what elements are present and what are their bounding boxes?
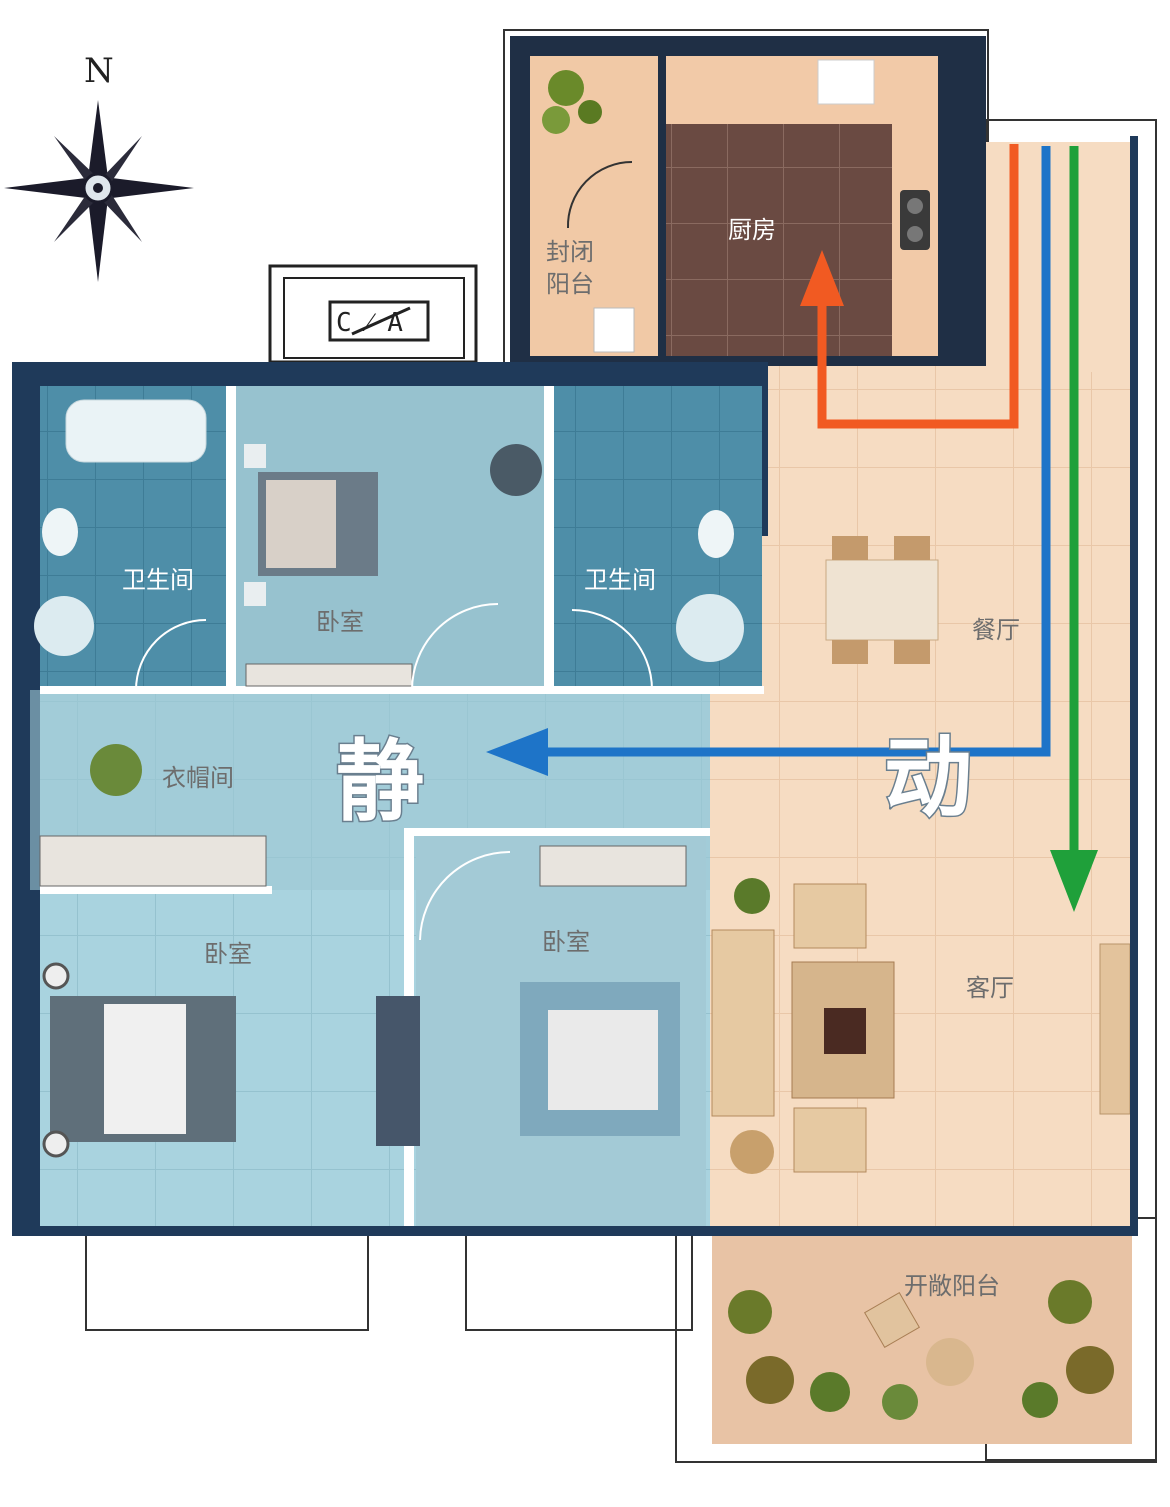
bedroom-left-label: 卧室 (204, 940, 252, 968)
quiet-zone: 卫生间 卫生间 卧室 衣帽间 卧室 卧室 (12, 362, 768, 1236)
wardrobe-label: 衣帽间 (162, 764, 234, 792)
right-wall (1130, 136, 1138, 1230)
equipment-label: C ⁄ A (336, 308, 403, 338)
kitchen-area: 厨房 封闭 阳台 (510, 36, 986, 366)
balcony-wall (710, 1226, 1138, 1236)
bed-icon (244, 444, 378, 606)
plant-icon (734, 878, 770, 914)
quiet-zone-flow-arrow (486, 146, 1051, 776)
dining-table-icon (825, 536, 939, 664)
living-flow-arrow (1050, 146, 1098, 912)
enclosed-balcony-label-line1: 封闭 (546, 238, 594, 266)
equipment-box: C ⁄ A (268, 264, 478, 364)
open-balcony-area: 开敞阳台 (712, 1236, 1132, 1444)
sofa-icon (711, 883, 895, 1174)
dining-label: 餐厅 (972, 616, 1020, 644)
plant-icon (728, 1280, 1114, 1420)
living-label: 客厅 (966, 974, 1014, 1002)
compass-north-label: N (84, 51, 114, 91)
quiet-zone-label: 静 (336, 730, 424, 833)
compass-rose-icon: N (4, 51, 194, 282)
toilet-icon (698, 510, 734, 558)
open-balcony-label: 开敞阳台 (904, 1272, 1000, 1300)
bathroom-left-label: 卫生间 (122, 566, 194, 594)
bedroom-middle-label: 卧室 (542, 928, 590, 956)
active-zone-label: 动 (884, 726, 972, 829)
kitchen-flow-arrow (800, 144, 1019, 429)
bed-icon (520, 982, 680, 1136)
enclosed-balcony-label-line2: 阳台 (546, 270, 594, 298)
bedroom-top-label: 卧室 (316, 608, 364, 636)
plant-icon (542, 70, 602, 134)
toilet-icon (42, 508, 78, 556)
bathtub-icon (65, 399, 207, 463)
bed-icon (42, 962, 236, 1158)
bathroom-right-label: 卫生间 (584, 566, 656, 594)
kitchen-label: 厨房 (728, 216, 776, 244)
